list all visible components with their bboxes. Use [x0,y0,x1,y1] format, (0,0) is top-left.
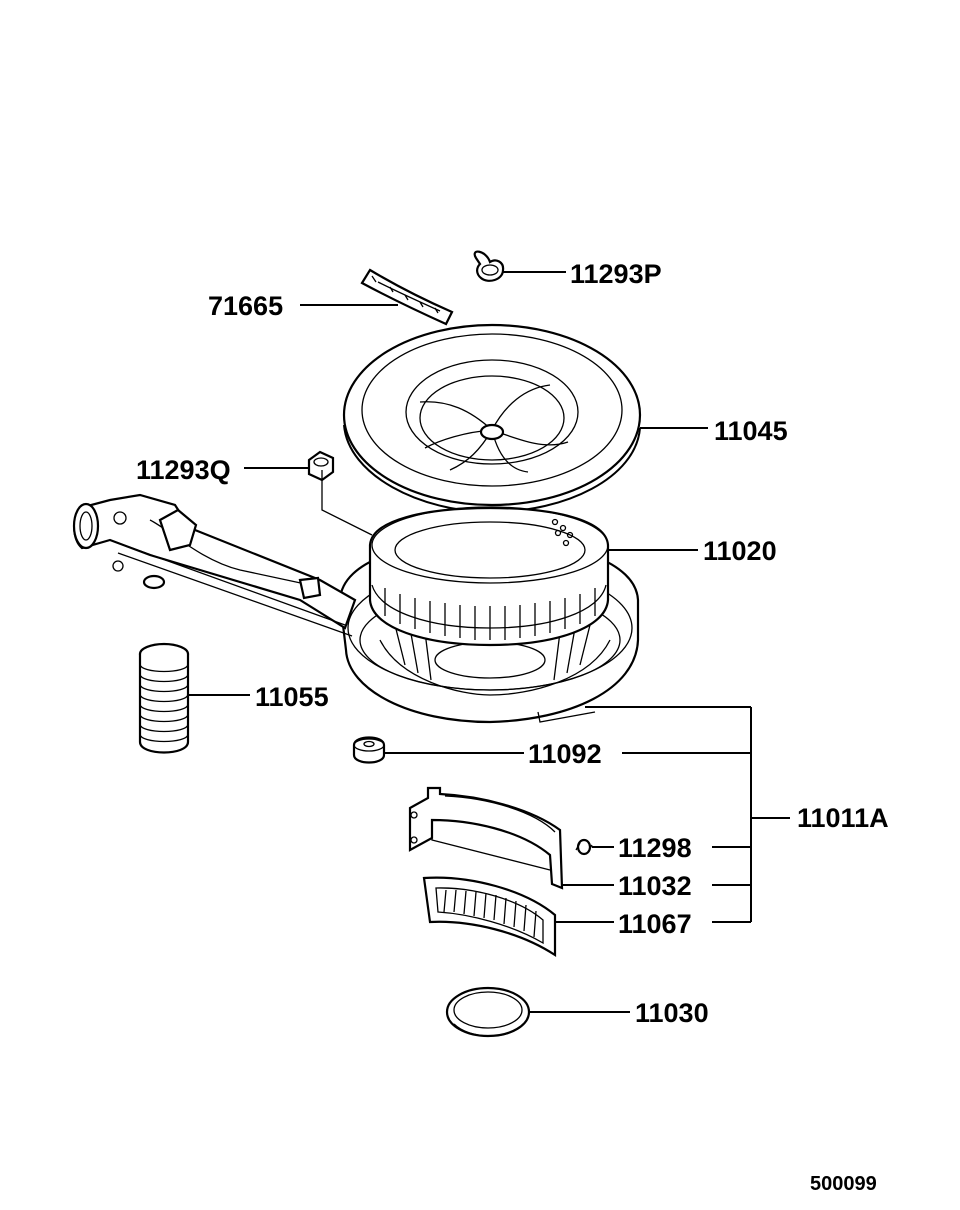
hose-11055 [138,642,190,754]
air-cleaner-cover-11045 [342,323,642,514]
nut-11293Q [307,450,335,482]
grommet-11092 [352,736,386,764]
label-11032[interactable]: 11032 [618,871,692,901]
part-number-labels: 11293P 71665 11045 11293Q 11020 11055 11… [136,259,889,1028]
label-11293Q[interactable]: 11293Q [136,455,231,485]
label-71665[interactable]: 71665 [208,291,283,321]
label-11030[interactable]: 11030 [635,998,709,1028]
snorkel-intake [72,493,357,637]
label-11092[interactable]: 11092 [528,739,602,769]
ring-11030 [445,986,531,1038]
screw-11298 [575,838,593,856]
label-11045[interactable]: 11045 [714,416,788,446]
label-strip-71665 [360,268,454,326]
figure-number: 500099 [810,1173,877,1195]
label-11293P[interactable]: 11293P [570,259,662,289]
label-11067[interactable]: 11067 [618,909,692,939]
label-11011A[interactable]: 11011A [797,803,889,833]
label-11020[interactable]: 11020 [703,536,777,566]
filter-pad-11067 [422,876,557,958]
filter-element-11020 [321,470,610,647]
bracket-11032 [408,786,564,890]
wing-nut-11293P [473,250,505,282]
leader-lines [188,271,790,1013]
label-11055[interactable]: 11055 [255,682,329,712]
label-11298[interactable]: 11298 [618,833,692,863]
